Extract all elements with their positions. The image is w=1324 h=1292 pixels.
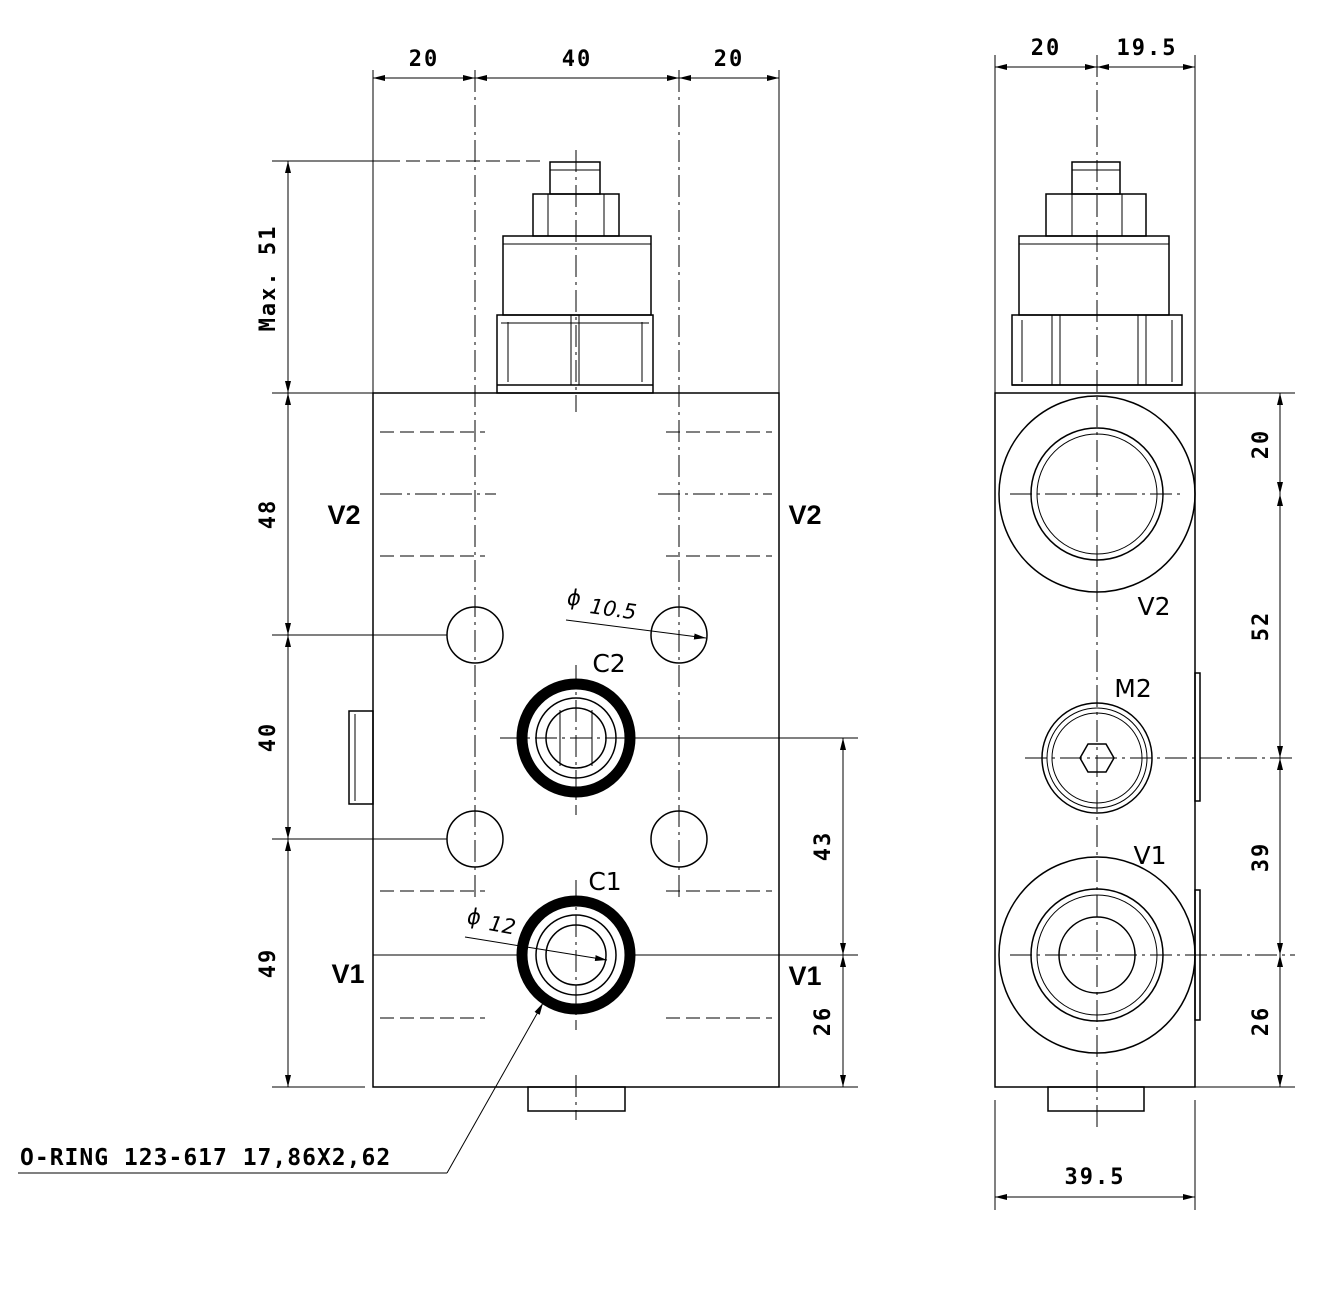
dim-left-48: 48 <box>256 499 281 530</box>
front-cartridge <box>496 150 654 412</box>
side-dim-right-26: 26 <box>1249 1006 1274 1037</box>
side-port-label-m2: M2 <box>1114 674 1151 703</box>
side-dim-right-52: 52 <box>1249 611 1274 642</box>
side-dim-top-19-5: 19.5 <box>1117 36 1178 61</box>
side-dim-top-20: 20 <box>1031 36 1062 61</box>
dia-holes-label: 10.5 <box>588 594 638 624</box>
port-label-c2: C2 <box>592 649 625 678</box>
front-side-plug <box>348 710 374 805</box>
side-valve-body <box>994 392 1196 1088</box>
dim-top-40: 40 <box>562 47 593 72</box>
side-bottom-plug <box>1047 1086 1145 1112</box>
dim-top-20-right: 20 <box>714 47 745 72</box>
side-port-label-v2: V2 <box>1137 592 1170 621</box>
dim-left-40: 40 <box>256 722 281 753</box>
front-view: 20 40 20 Max. 51 48 40 49 43 26 V2 V2 V1… <box>18 47 858 1174</box>
port-label-v1-right: V1 <box>788 961 821 991</box>
side-view: 20 19.5 20 52 39 26 39.5 V2 M2 V1 <box>994 36 1295 1210</box>
dia-port-label: 12 <box>487 911 517 939</box>
side-dim-right-20: 20 <box>1249 429 1274 460</box>
side-port-label-v1: V1 <box>1133 841 1166 870</box>
port-label-c1: C1 <box>588 867 621 896</box>
c2-port <box>500 665 650 815</box>
port-label-v2-right: V2 <box>788 500 821 530</box>
side-dim-bottom-39-5: 39.5 <box>1065 1165 1126 1190</box>
side-m2-port <box>1025 702 1295 814</box>
dim-max-51: Max. 51 <box>256 225 281 332</box>
oring-note: O-RING 123-617 17,86X2,62 <box>20 1145 391 1171</box>
dim-top-20-left: 20 <box>409 47 440 72</box>
port-label-v2-left: V2 <box>327 500 360 530</box>
dim-left-49: 49 <box>256 948 281 979</box>
phi-symbol: ϕ <box>467 905 481 929</box>
side-dim-right-39: 39 <box>1249 842 1274 873</box>
port-label-v1-left: V1 <box>331 959 364 989</box>
phi-symbol: ϕ <box>567 586 581 610</box>
dim-right-26: 26 <box>811 1006 836 1037</box>
dim-right-43: 43 <box>811 831 836 862</box>
